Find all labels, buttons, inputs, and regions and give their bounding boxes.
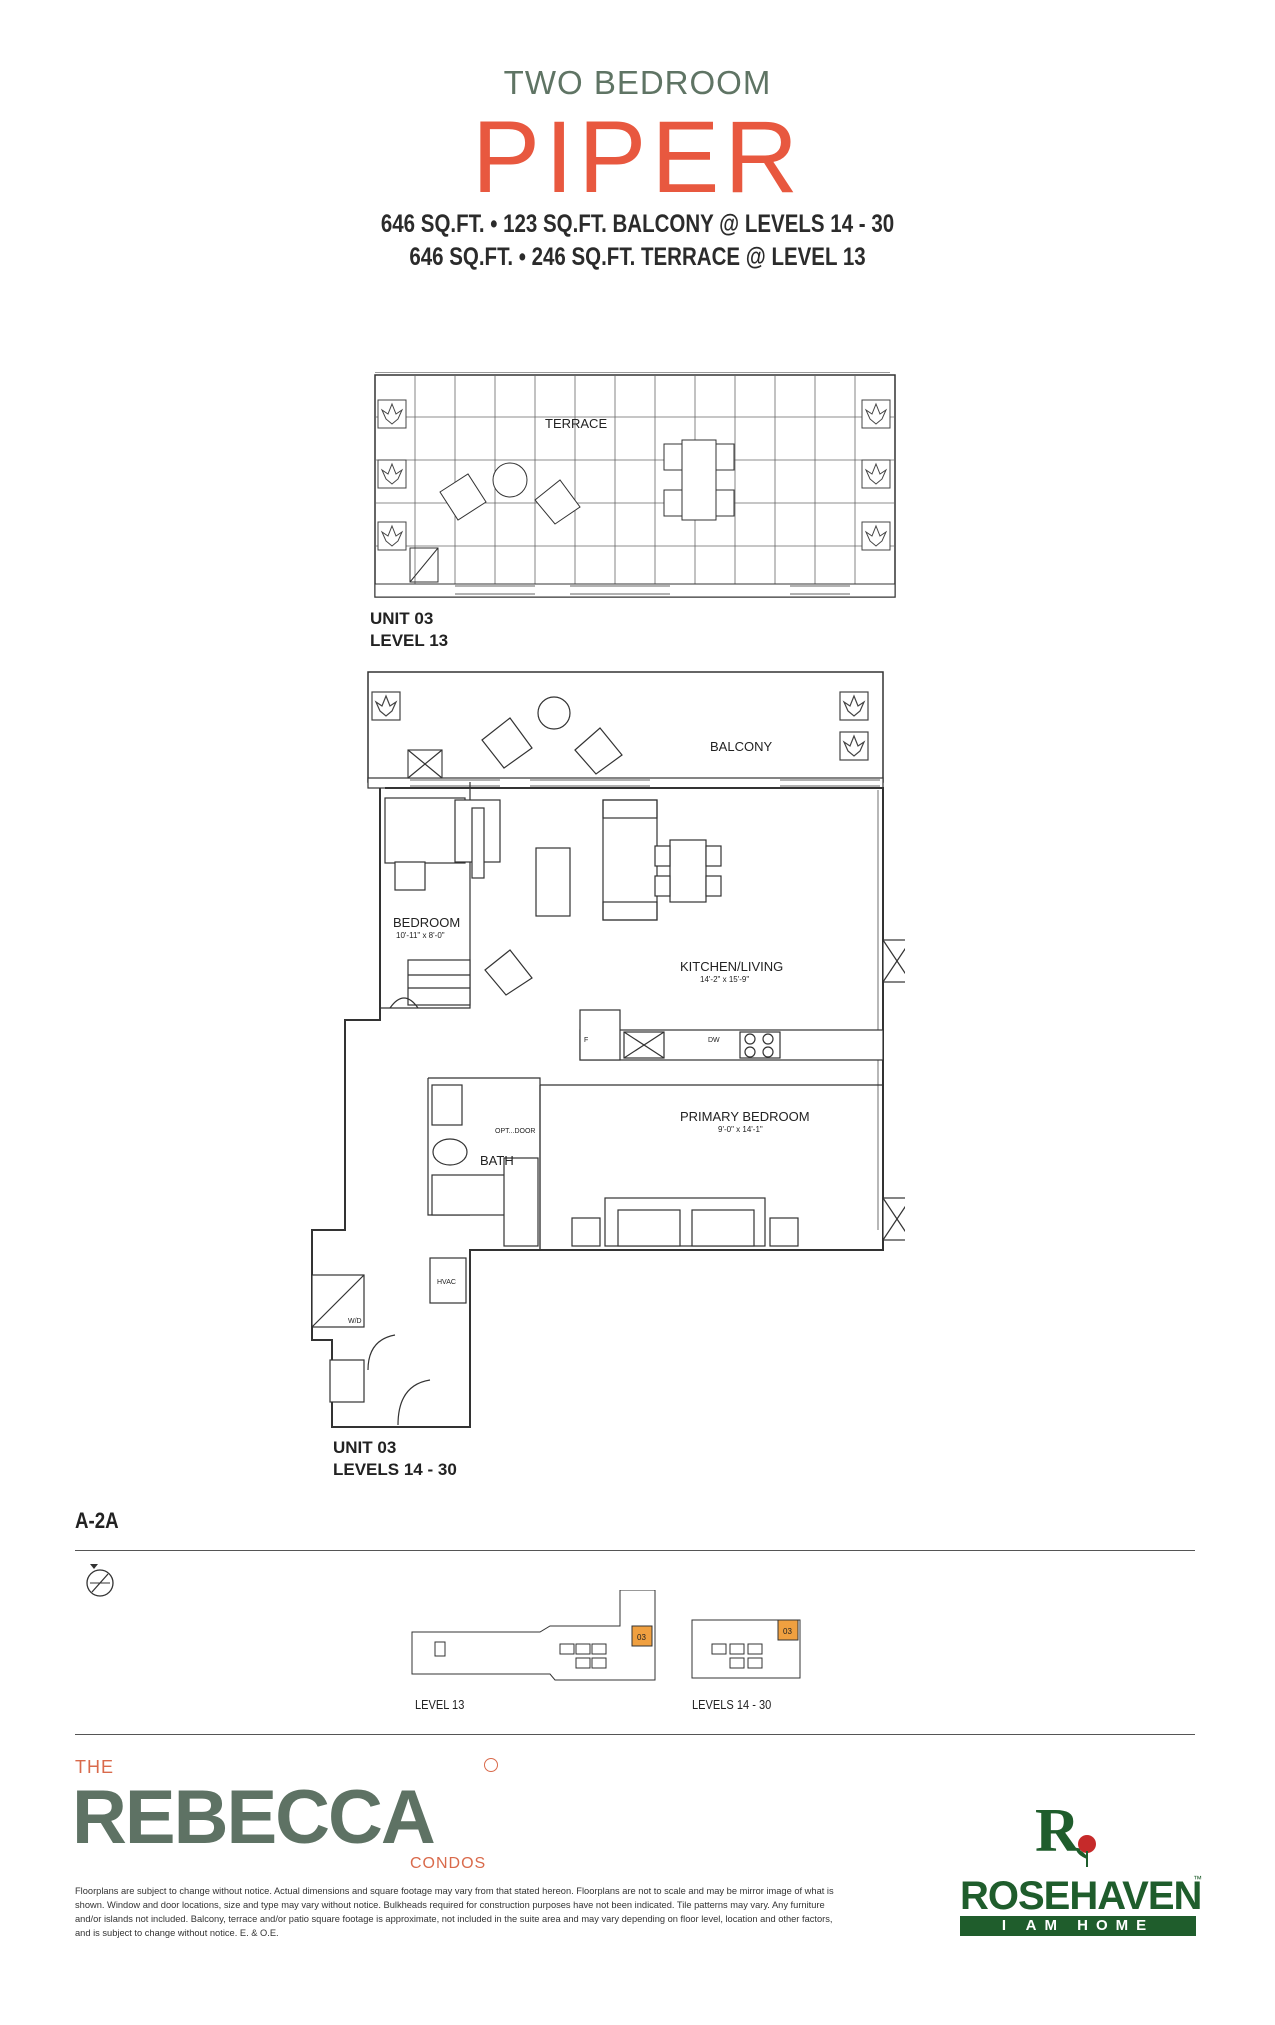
unit-name-title: PIPER	[471, 100, 804, 214]
legal-disclaimer: Floorplans are subject to change without…	[75, 1886, 834, 1938]
level13-unit-label: UNIT 03 LEVEL 13	[370, 608, 448, 652]
spec-line-balcony: 646 SQ.FT. • 123 SQ.FT. BALCONY @ LEVELS…	[380, 210, 895, 238]
rosehaven-name: ROSEHAVEN	[960, 1874, 1202, 1918]
kitchen-living-label: KITCHEN/LIVING	[680, 959, 783, 974]
brand-rebecca: REBECCA	[72, 1775, 436, 1860]
fridge-label: F	[584, 1037, 588, 1044]
suite-code: A-2A	[75, 1508, 119, 1533]
main-floorplan: BALCONY BEDROOM 10'-11" x 8'-0" KITCHEN/…	[311, 671, 905, 1428]
key-plan-levels14-30: 03	[691, 1619, 801, 1679]
wd-label: W/D	[348, 1318, 362, 1325]
hvac-label: HVAC	[437, 1279, 456, 1286]
bath-label: BATH	[480, 1153, 514, 1168]
opt-door-label: OPT...DOOR	[495, 1128, 535, 1135]
rosehaven-tm: ™	[1193, 1874, 1202, 1884]
brand-the: THE	[75, 1757, 114, 1777]
bedroom-label: BEDROOM	[393, 915, 460, 930]
key-plan-levels-label: LEVELS 14 - 30	[692, 1697, 772, 1712]
key-unit-tag-14: 03	[783, 1627, 792, 1636]
brand-ring-icon	[484, 1758, 498, 1772]
bedroom-dim: 10'-11" x 8'-0"	[396, 931, 445, 940]
unit-type-subtitle: TWO BEDROOM	[503, 64, 772, 101]
main-unit-label: UNIT 03 LEVELS 14 - 30	[333, 1437, 457, 1481]
balcony-label: BALCONY	[710, 739, 772, 754]
terrace-label: TERRACE	[545, 416, 607, 431]
key-unit-tag-13: 03	[637, 1633, 646, 1642]
brand-condos: CONDOS	[410, 1855, 487, 1872]
divider-top	[75, 1550, 1195, 1551]
rose-icon	[1076, 1835, 1096, 1867]
primary-bedroom-label: PRIMARY BEDROOM	[680, 1109, 810, 1124]
main-unit: UNIT 03	[333, 1438, 397, 1457]
key-plan-level13-label: LEVEL 13	[415, 1697, 465, 1712]
divider-bottom	[75, 1734, 1195, 1735]
level13-level: LEVEL 13	[370, 631, 449, 650]
main-levels: LEVELS 14 - 30	[333, 1460, 457, 1479]
dw-label: DW	[708, 1037, 720, 1044]
north-compass-icon	[86, 1564, 114, 1597]
rosehaven-monogram: R	[1035, 1797, 1080, 1865]
spec-line-terrace: 646 SQ.FT. • 246 SQ.FT. TERRACE @ LEVEL …	[409, 243, 866, 271]
primary-bedroom-dim: 9'-0" x 14'-1"	[718, 1125, 763, 1134]
kitchen-living-dim: 14'-2" x 15'-9"	[700, 975, 749, 984]
level13-unit: UNIT 03	[370, 609, 434, 628]
key-plan-level13: 03	[411, 1590, 656, 1681]
rosehaven-tagline: I AM HOME	[960, 1916, 1196, 1936]
level13-terrace-plan: TERRACE	[374, 372, 896, 598]
